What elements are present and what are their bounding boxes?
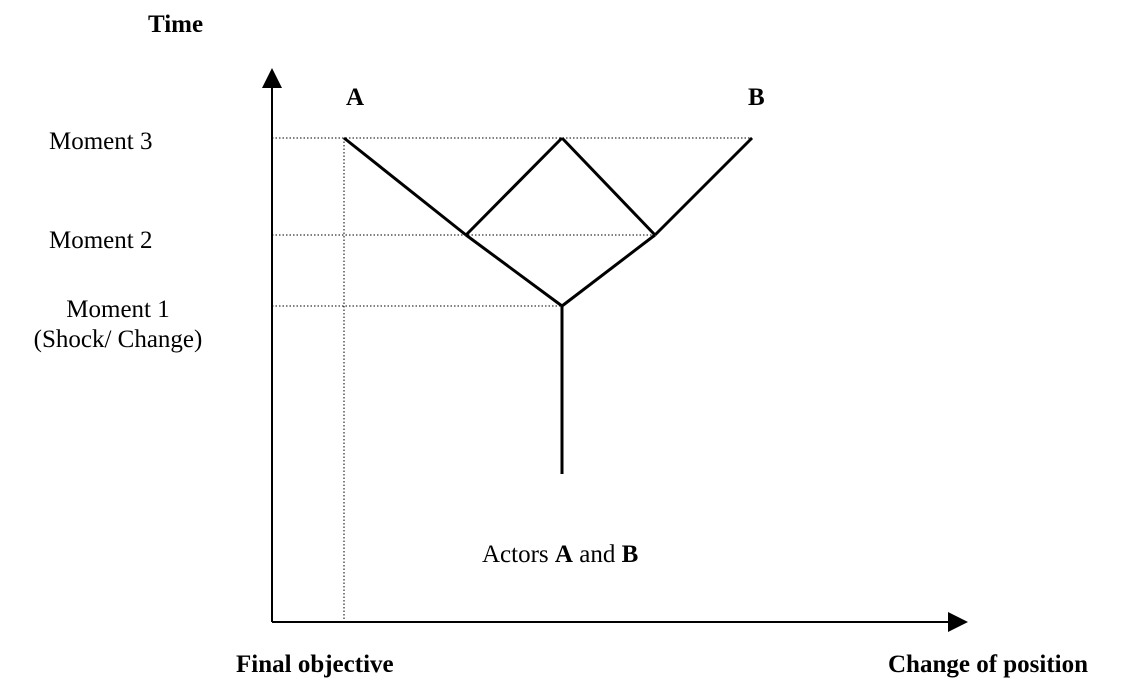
path-center-to-right <box>560 136 657 237</box>
endpoint-a-label: A <box>346 84 365 111</box>
moment2-label: Moment 2 <box>49 227 153 254</box>
moment1-label: Moment 1 (Shock/ Change) <box>8 295 228 355</box>
path-left-to-center <box>464 136 564 237</box>
path-split-right <box>561 233 656 308</box>
actors-label-middle: and <box>572 541 622 568</box>
y-axis-label: Time <box>148 11 204 38</box>
endpoint-b-label: B <box>748 84 765 111</box>
actors-label-a: A <box>554 541 573 568</box>
actors-label-b: B <box>621 541 639 568</box>
moment3-label: Moment 3 <box>49 128 153 155</box>
x-axis-label-left: Final objective <box>236 651 394 678</box>
actors-label-prefix: Actors <box>482 541 555 568</box>
moment1-label-line1: Moment 1 <box>66 296 170 323</box>
x-axis-label-right: Change of position <box>888 651 1089 678</box>
path-left-to-a <box>343 136 467 237</box>
path-split-left <box>465 233 563 308</box>
moment1-label-line2: (Shock/ Change) <box>33 326 203 353</box>
actors-label: Actors A and B <box>482 540 638 570</box>
path-right-to-b <box>653 136 754 237</box>
